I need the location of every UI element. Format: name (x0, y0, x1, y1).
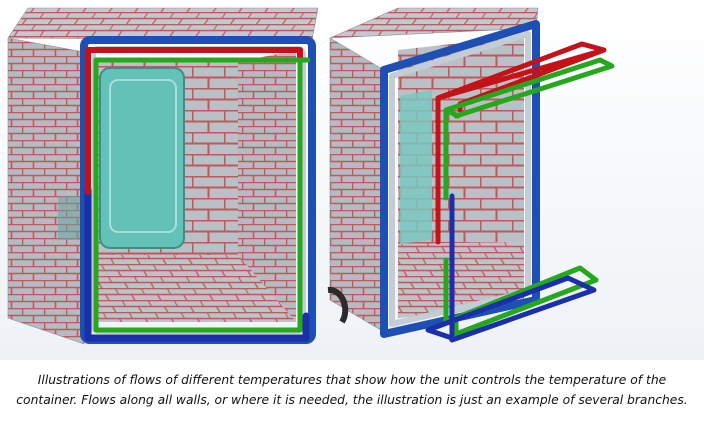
caption-line-1: Illustrations of flows of different temp… (37, 373, 667, 387)
left-right-inner-wall (238, 50, 296, 322)
left-cold-flow-pipe (84, 186, 310, 342)
left-open-door-panel (109, 79, 177, 233)
left-warm-flow-pipe (93, 57, 311, 333)
left-side-face (7, 37, 85, 345)
right-container (327, 7, 540, 338)
right-cold-flow-pipe (425, 193, 597, 343)
left-open-door-glass (99, 67, 185, 249)
right-warm-flow-pipe (443, 57, 615, 337)
left-flow-pipes (84, 47, 311, 342)
right-frame-outer (380, 20, 540, 338)
left-hot-flow-pipe (85, 47, 303, 195)
container-illustration (0, 0, 704, 360)
caption-line-2: container. Flows along all walls, or whe… (16, 393, 688, 407)
left-floor (96, 255, 296, 322)
right-door-panel (400, 90, 432, 244)
left-side-hatch (58, 196, 82, 240)
right-flow-pipes (425, 41, 615, 343)
right-top-face (329, 7, 539, 39)
wheel (327, 286, 349, 324)
left-top-face (7, 7, 319, 41)
right-side-face (329, 37, 385, 333)
figure-caption: Illustrations of flows of different temp… (6, 370, 698, 410)
